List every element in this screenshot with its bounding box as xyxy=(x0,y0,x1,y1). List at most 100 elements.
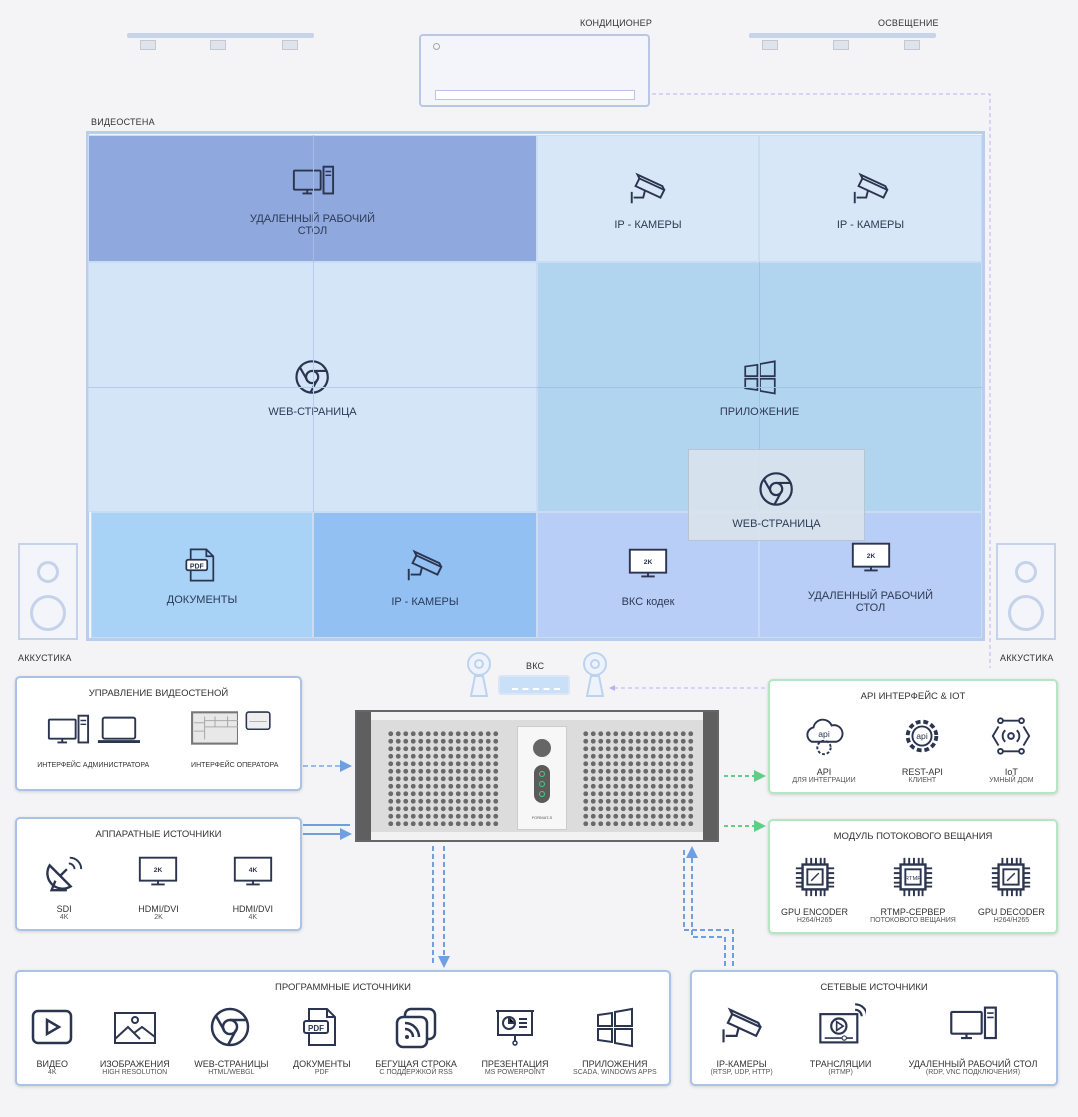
item-label: ВИДЕО xyxy=(36,1059,69,1069)
item-label: HDMI/DVI xyxy=(232,904,274,914)
tile-remote-desktop[interactable]: УДАЛЕННЫЙ РАБОЧИЙ СТОЛ xyxy=(88,135,537,262)
speaker-right xyxy=(996,543,1056,640)
item-label: RTMP-СЕРВЕР xyxy=(880,907,946,917)
gear-icon: api xyxy=(900,714,944,763)
operator-interface[interactable]: ИНТЕРФЕЙС ОПЕРАТОРА xyxy=(190,705,280,769)
item-sublabel: HTML/WEBGL xyxy=(208,1069,255,1076)
panel-title: УПРАВЛЕНИЕ ВИДЕОСТЕНОЙ xyxy=(88,688,229,699)
windows-icon xyxy=(592,1004,638,1055)
panel-title: СЕТЕВЫЕ ИСТОЧНИКИ xyxy=(820,982,928,993)
source-item[interactable]: ТРАНСЛЯЦИИ(RTMP) xyxy=(810,1000,871,1076)
item-sublabel: HIGH RESOLUTION xyxy=(102,1069,168,1076)
item-sublabel: 4K xyxy=(59,914,69,921)
tile-web-page-overlay[interactable]: WEB-СТРАНИЦА xyxy=(688,449,865,541)
camera-icon xyxy=(849,166,893,219)
item-sublabel: 2K xyxy=(154,914,163,921)
item-sublabel: 4K xyxy=(248,914,258,921)
chrome-icon xyxy=(208,1004,254,1055)
admin-interface[interactable]: ИНТЕРФЕЙС АДМИНИСТРАТОРА xyxy=(37,709,149,769)
item-label: GPU ENCODER xyxy=(781,907,849,917)
item-sublabel: С ПОДДЕРЖКОЙ RSS xyxy=(379,1069,453,1076)
video-icon xyxy=(29,1004,75,1055)
tile-label: IP - КАМЕРЫ xyxy=(614,219,682,231)
item-sublabel: (RDP, VNC ПОДКЛЮЧЕНИЯ) xyxy=(925,1069,1021,1076)
power-button-icon[interactable] xyxy=(533,739,551,757)
svg-text:PDF: PDF xyxy=(190,563,204,570)
status-leds xyxy=(534,765,550,803)
vks-label: ВКС xyxy=(526,661,545,671)
monitor2k-icon: 4K xyxy=(231,851,275,900)
chip-icon xyxy=(989,854,1033,903)
source-item[interactable]: IP-КАМЕРЫ(RTSP, UDP, HTTP) xyxy=(711,1000,773,1076)
media-server[interactable]: FORMAT-S xyxy=(355,710,719,842)
svg-text:2K: 2K xyxy=(154,867,163,874)
camera-icon xyxy=(403,543,447,596)
panel-title: МОДУЛЬ ПОТОКОВОГО ВЕЩАНИЯ xyxy=(833,831,993,842)
tile-ip-camera-3[interactable]: IP - КАМЕРЫ xyxy=(313,512,537,638)
videowall-label: ВИДЕОСТЕНА xyxy=(91,117,155,127)
source-item[interactable]: УДАЛЕННЫЙ РАБОЧИЙ СТОЛ(RDP, VNC ПОДКЛЮЧЕ… xyxy=(908,1000,1037,1076)
panel-title: API ИНТЕРФЕЙС & IOT xyxy=(860,691,966,702)
item-label: ИНТЕРФЕЙС ОПЕРАТОРА xyxy=(191,762,279,769)
tile-label: ДОКУМЕНТЫ xyxy=(166,593,238,606)
item-label: ДОКУМЕНТЫ xyxy=(293,1059,351,1069)
iot-icon xyxy=(989,714,1033,763)
pdf-icon: PDF xyxy=(299,1004,345,1055)
svg-text:2K: 2K xyxy=(866,553,875,560)
server-brand: FORMAT-S xyxy=(531,815,553,820)
vks-camera-left xyxy=(465,652,493,703)
item-sublabel: (RTMP) xyxy=(828,1069,853,1076)
tile-label: ВКС кодек xyxy=(621,595,675,608)
item-sublabel: ДЛЯ ИНТЕГРАЦИИ xyxy=(792,777,856,784)
tile-documents[interactable]: PDF ДОКУМЕНТЫ xyxy=(91,512,313,638)
tile-label: УДАЛЕННЫЙ РАБОЧИЙ СТОЛ xyxy=(249,213,376,237)
image-icon xyxy=(112,1004,158,1055)
tile-ip-camera-2[interactable]: IP - КАМЕРЫ xyxy=(759,135,982,262)
monitor2k-icon: 2K xyxy=(626,543,670,596)
desktop-icon xyxy=(291,160,335,213)
rss-icon xyxy=(393,1004,439,1055)
tile-ip-camera-1[interactable]: IP - КАМЕРЫ xyxy=(537,135,759,262)
camera-icon xyxy=(717,1000,767,1055)
item-label: WEB-СТРАНИЦЫ xyxy=(194,1059,269,1069)
tile-label: WEB-СТРАНИЦА xyxy=(268,406,356,418)
item-label: БЕГУЩАЯ СТРОКА xyxy=(375,1059,457,1069)
pdf-icon: PDF xyxy=(182,545,222,594)
lighting-label: ОСВЕЩЕНИЕ xyxy=(878,18,939,28)
speaker-left-label: АККУСТИКА xyxy=(18,653,72,663)
panel-icon xyxy=(190,705,239,758)
item-label: IoT xyxy=(1004,767,1018,777)
item-sublabel: КЛИЕНТ xyxy=(908,777,937,784)
item-label: REST-API xyxy=(901,767,943,777)
network-sources-panel: СЕТЕВЫЕ ИСТОЧНИКИ IP-КАМЕРЫ(RTSP, UDP, H… xyxy=(690,970,1058,1086)
videowall-control-panel: УПРАВЛЕНИЕ ВИДЕОСТЕНОЙ ИНТЕРФЕЙС АДМИНИС… xyxy=(15,676,302,791)
cloud-icon: api xyxy=(802,714,846,763)
item-sublabel: УМНЫЙ ДОМ xyxy=(989,777,1034,784)
item-sublabel: MS POWERPOINT xyxy=(484,1069,546,1076)
svg-text:RTMP: RTMP xyxy=(905,876,921,882)
windows-icon xyxy=(740,357,780,406)
item-sublabel: (RTSP, UDP, HTTP) xyxy=(710,1069,773,1076)
air-conditioner xyxy=(419,34,650,107)
item-label: SDI xyxy=(56,904,72,914)
tile-label: IP - КАМЕРЫ xyxy=(391,595,459,608)
laptop-icon xyxy=(96,709,141,758)
desktop-icon xyxy=(948,1000,998,1055)
